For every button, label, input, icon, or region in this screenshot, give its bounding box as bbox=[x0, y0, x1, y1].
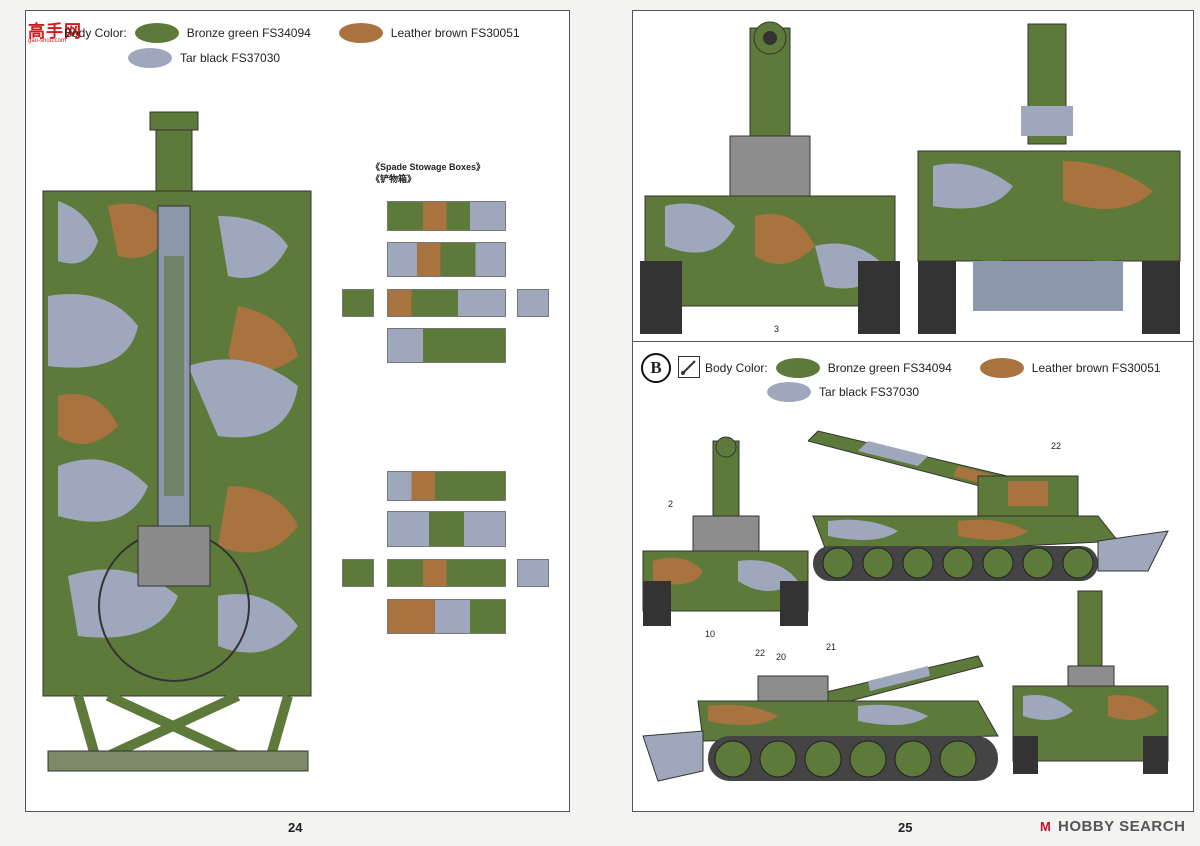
stowage-box-5 bbox=[387, 471, 506, 501]
legend-code-tar-black-b: FS37030 bbox=[870, 385, 920, 399]
legend-code-bronze-green-b: FS34094 bbox=[903, 361, 952, 375]
legend-code-leather-brown: FS30051 bbox=[470, 26, 520, 40]
vehicle-rear-view bbox=[917, 23, 1181, 334]
right-page: 3 B Body Color: Bronze green FS34094 Lea… bbox=[632, 10, 1194, 812]
stowage-box-2 bbox=[387, 242, 506, 277]
legend-label-tar-black-b: Tar black bbox=[819, 385, 868, 399]
stowage-title-zh: 《铲物箱》 bbox=[371, 174, 417, 184]
callout-21: 21 bbox=[826, 642, 837, 652]
legend-label-tar-black: Tar black bbox=[180, 51, 229, 65]
stowage-box-8 bbox=[387, 599, 506, 634]
swatch-leather-brown bbox=[338, 23, 383, 43]
callout-3: 3 bbox=[774, 324, 780, 334]
scheme-b-rear-view bbox=[1012, 590, 1169, 774]
hobby-search-mark: M bbox=[1040, 819, 1052, 834]
left-page-number: 24 bbox=[288, 820, 303, 835]
swatch-tar-black-b bbox=[767, 382, 811, 402]
callout-22-b: 22 bbox=[755, 648, 766, 658]
stowage-box-4 bbox=[387, 328, 506, 363]
callout-22-a: 22 bbox=[1051, 441, 1062, 451]
watermark-text: 高手网 bbox=[28, 22, 82, 42]
scheme-badge: B bbox=[641, 353, 671, 383]
legend-label-bronze-green-b: Bronze green bbox=[827, 361, 900, 375]
legend-title-b: Body Color: bbox=[705, 361, 768, 375]
watermark-logo: 高手网 gao-shou.com bbox=[26, 11, 96, 45]
swatch-tar-black bbox=[128, 48, 172, 68]
section-divider bbox=[633, 341, 1193, 342]
stowage-box-7 bbox=[387, 559, 506, 587]
legend-label-leather-brown: Leather brown bbox=[390, 26, 468, 40]
stowage-box-1 bbox=[387, 201, 506, 231]
scheme-b-side-view-1 bbox=[808, 430, 1169, 581]
stowage-box-7-right bbox=[517, 559, 549, 587]
vehicle-front-view bbox=[640, 21, 900, 334]
watermark-url: gao-shou.com bbox=[28, 38, 67, 44]
scheme-b-front-view bbox=[642, 436, 809, 626]
legend-title: Body Color: bbox=[64, 26, 127, 40]
legend-label-leather-brown-b: Leather brown bbox=[1031, 361, 1109, 375]
right-legend-row-2: Tar black FS37030 bbox=[767, 382, 919, 402]
stowage-title: 《Spade Stowage Boxes》 《铲物箱》 bbox=[371, 161, 485, 185]
callout-10: 10 bbox=[705, 629, 716, 639]
stowage-box-3 bbox=[387, 289, 506, 317]
scheme-b-side-view-2 bbox=[642, 655, 999, 782]
callout-2: 2 bbox=[668, 499, 674, 509]
right-legend-row-1: Body Color: Bronze green FS34094 Leather… bbox=[705, 358, 1161, 378]
paintbrush-icon bbox=[678, 356, 700, 378]
hobby-search-logo: M HOBBY SEARCH bbox=[1040, 818, 1185, 835]
stowage-box-7-left bbox=[342, 559, 374, 587]
legend-label-bronze-green: Bronze green bbox=[186, 26, 259, 40]
swatch-bronze-green bbox=[134, 23, 179, 43]
legend-code-leather-brown-b: FS30051 bbox=[1111, 361, 1161, 375]
callout-20: 20 bbox=[776, 652, 787, 662]
swatch-bronze-green-b bbox=[775, 358, 820, 378]
hobby-search-text: HOBBY SEARCH bbox=[1058, 818, 1186, 835]
stowage-box-3-right bbox=[517, 289, 549, 317]
left-legend-row-1: Body Color: Bronze green FS34094 Leather… bbox=[64, 23, 520, 43]
stowage-title-en: 《Spade Stowage Boxes》 bbox=[371, 162, 486, 172]
swatch-leather-brown-b bbox=[979, 358, 1024, 378]
legend-code-tar-black: FS37030 bbox=[231, 51, 281, 65]
vehicle-top-view bbox=[42, 111, 312, 772]
stowage-box-3-left bbox=[342, 289, 374, 317]
stowage-box-6 bbox=[387, 511, 506, 547]
legend-code-bronze-green: FS34094 bbox=[262, 26, 311, 40]
right-page-number: 25 bbox=[898, 820, 913, 835]
left-legend-row-2: Tar black FS37030 bbox=[128, 48, 280, 68]
left-page: 高手网 gao-shou.com Body Color: Bronze gree… bbox=[25, 10, 570, 812]
